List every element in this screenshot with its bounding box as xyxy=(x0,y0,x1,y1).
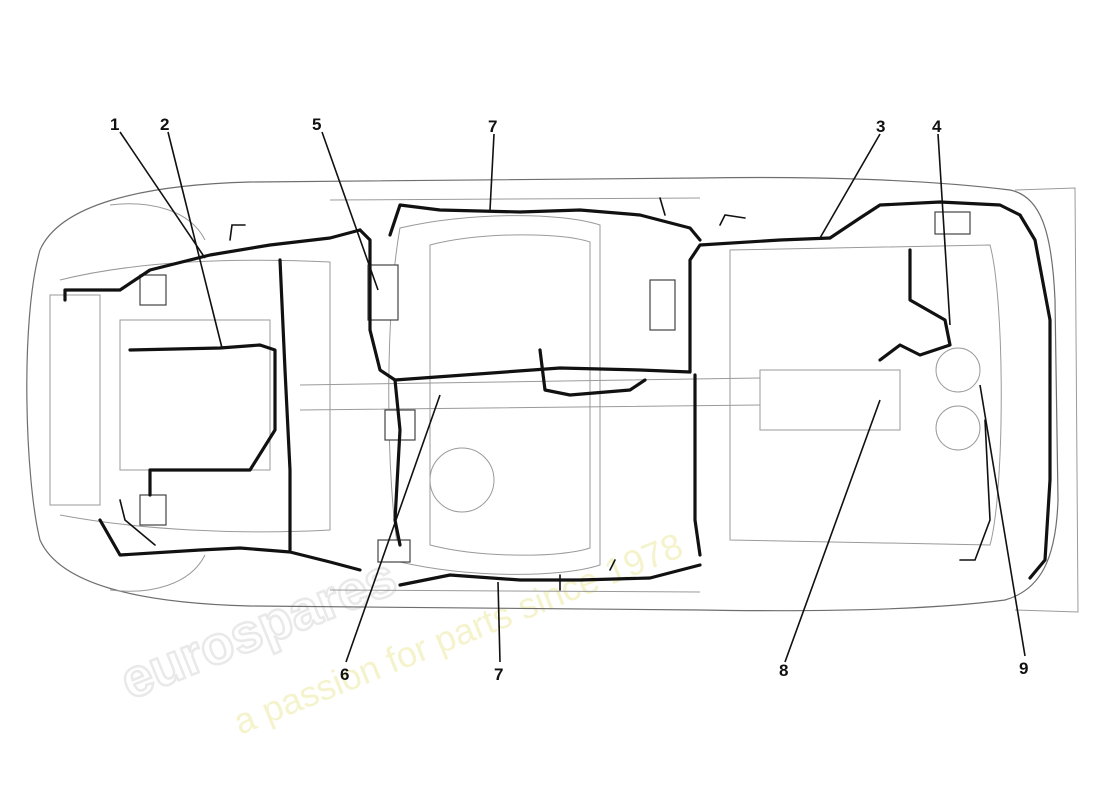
control-unit xyxy=(649,279,676,331)
windscreen xyxy=(388,215,601,575)
relay-block-right xyxy=(139,494,167,526)
front-left-wheel-arch xyxy=(109,203,206,241)
harness-front-left xyxy=(63,228,362,302)
harness-right-sill xyxy=(398,563,702,587)
engine-cover xyxy=(729,244,1002,546)
harness-branch-e xyxy=(959,419,991,561)
leader-6 xyxy=(345,394,441,663)
car-body-outline xyxy=(26,176,1079,613)
callout-8: 8 xyxy=(779,661,788,680)
harness-cockpit xyxy=(358,228,402,547)
callout-6: 6 xyxy=(340,665,349,684)
harness-branch-a xyxy=(119,499,156,546)
harness-tunnel xyxy=(393,236,832,382)
callout-7-bottom: 7 xyxy=(494,665,503,684)
fuel-tank-left xyxy=(935,347,981,393)
car-body xyxy=(26,176,1059,612)
callout-9: 9 xyxy=(1019,659,1028,678)
leader-4 xyxy=(937,133,951,326)
harness-branch-b xyxy=(229,224,246,241)
front-right-wheel-arch xyxy=(109,554,206,592)
relay-block-left xyxy=(139,274,167,306)
harness-engine-rear xyxy=(878,248,952,362)
radiator xyxy=(49,294,101,506)
harness-rear-right xyxy=(1018,213,1052,580)
leader-7b xyxy=(497,581,501,663)
leader-9 xyxy=(979,384,1026,657)
callout-labels: 1 2 3 4 5 6 7 7 8 9 xyxy=(110,115,1028,684)
harness-rear-quarter xyxy=(693,373,702,557)
gearbox xyxy=(759,369,901,431)
leader-lines xyxy=(119,131,1026,663)
front-hood-line xyxy=(59,259,331,533)
callout-2: 2 xyxy=(160,115,169,134)
rear-connector-block xyxy=(934,211,971,235)
steering-wheel xyxy=(429,447,495,513)
harness-left-sill xyxy=(388,203,702,242)
harness-center-console xyxy=(538,348,647,397)
right-door-line xyxy=(329,589,701,593)
rear-spoiler xyxy=(1014,187,1079,613)
leader-7a xyxy=(489,133,495,211)
leader-2 xyxy=(167,131,223,349)
tunnel xyxy=(299,377,761,411)
leader-5 xyxy=(321,131,379,291)
cabin-roof xyxy=(429,234,591,556)
engine-block xyxy=(119,319,271,471)
interior-connector xyxy=(377,539,411,563)
components xyxy=(139,211,971,563)
harness-rear-left xyxy=(828,200,1022,240)
harness-front-right xyxy=(98,518,362,572)
callout-7-top: 7 xyxy=(488,117,497,136)
harness-branch-c xyxy=(659,197,746,226)
fuel-tank-right xyxy=(935,405,981,451)
left-door-line xyxy=(329,197,701,201)
leader-8 xyxy=(784,399,881,663)
leader-3 xyxy=(819,133,881,239)
wiring-harness xyxy=(63,197,1052,591)
harness-engine-bay xyxy=(128,343,277,497)
callout-1: 1 xyxy=(110,115,119,134)
harness-branch-d xyxy=(559,559,616,591)
harness-left-cowl xyxy=(278,258,292,552)
leader-1 xyxy=(119,131,206,259)
callout-4: 4 xyxy=(932,117,942,136)
callout-5: 5 xyxy=(312,115,321,134)
callout-3: 3 xyxy=(876,117,885,136)
